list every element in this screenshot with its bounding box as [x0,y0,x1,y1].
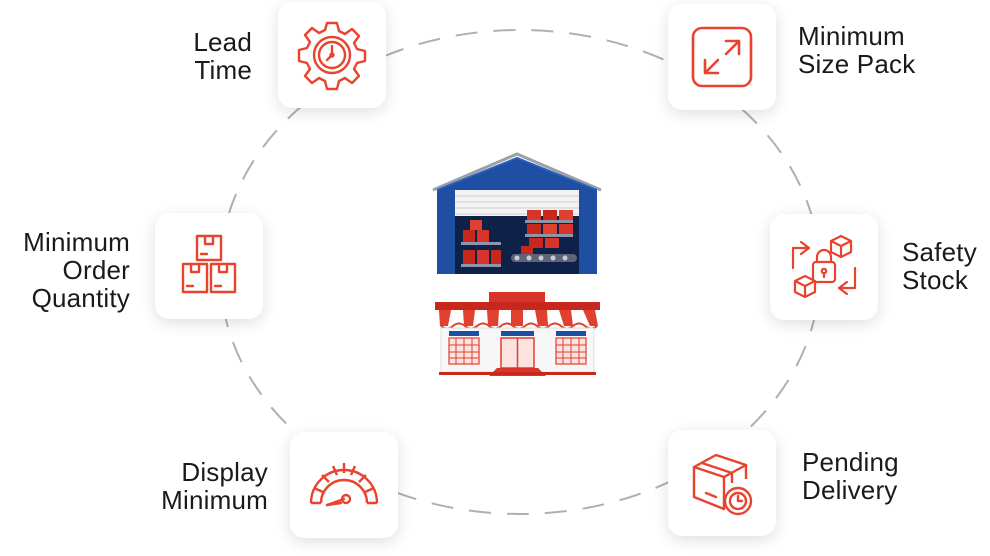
minimum-order-quantity-card [155,213,263,319]
minimum-size-pack-label: Minimum Size Pack [798,21,916,79]
gauge-icon [309,463,379,507]
pending-delivery-card [668,430,776,536]
safety-stock-card [770,214,878,320]
center-illustration [432,152,602,376]
minimum-size-pack-card [668,4,776,110]
minimum-order-quantity-label: Minimum Order Quantity [23,227,130,313]
box-clock-icon [692,453,753,516]
display-minimum-card [290,432,398,538]
lock-boxes-icon [791,234,857,299]
lead-time-label: Lead Time [193,27,252,85]
safety-stock-label: Safety Stock [902,237,977,295]
stacked-boxes-icon [181,234,237,294]
storefront-icon [435,292,600,376]
lead-time-card [278,2,386,108]
warehouse-icon [432,152,602,274]
gear-clock-icon [297,21,367,91]
pending-delivery-label: Pending Delivery [802,447,899,505]
expand-arrows-icon [691,26,753,88]
display-minimum-label: Display Minimum [161,457,268,515]
